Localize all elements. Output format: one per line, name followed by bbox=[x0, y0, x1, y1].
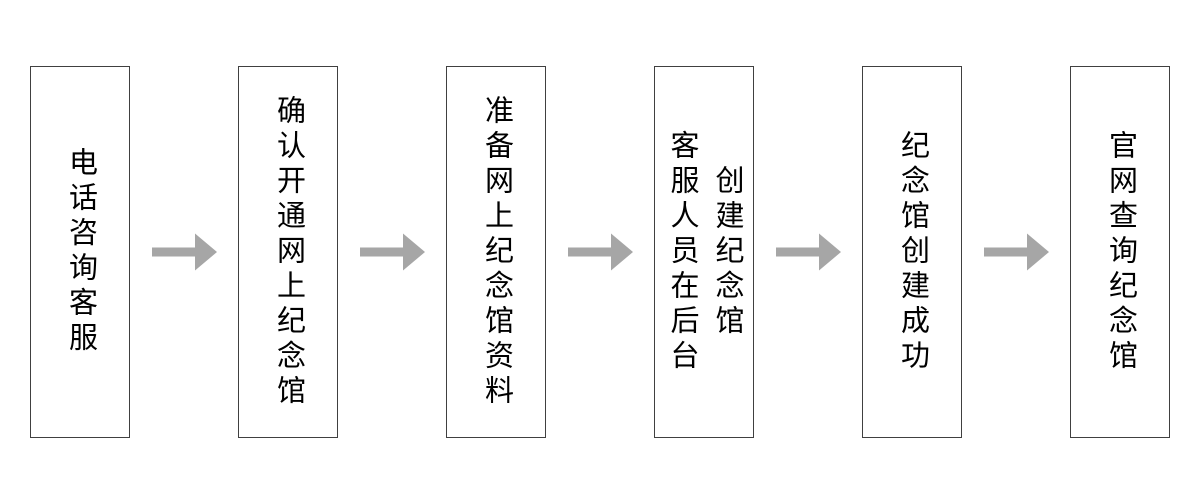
arrow-right-shape bbox=[983, 233, 1049, 271]
step-label-column-1: 客服人员在后台 bbox=[666, 129, 698, 375]
step-label: 电话咨询客服 bbox=[64, 147, 97, 357]
arrow-right-icon bbox=[359, 233, 425, 271]
step-label: 确认开通网上纪念馆 bbox=[272, 94, 305, 410]
flow-step-create-success: 纪念馆创建成功 bbox=[862, 66, 962, 438]
arrow-right-icon bbox=[775, 233, 841, 271]
flow-step-query-website: 官网查询纪念馆 bbox=[1070, 66, 1170, 438]
arrow-right-icon bbox=[983, 233, 1049, 271]
step-label-column-2: 创建纪念馆 bbox=[711, 164, 743, 340]
step-label: 准备网上纪念馆资料 bbox=[480, 94, 513, 410]
arrow-right-shape bbox=[151, 233, 217, 271]
flow-step-confirm-open: 确认开通网上纪念馆 bbox=[238, 66, 338, 438]
flow-step-prepare-materials: 准备网上纪念馆资料 bbox=[446, 66, 546, 438]
arrow-right-icon bbox=[151, 233, 217, 271]
step-label: 纪念馆创建成功 bbox=[896, 129, 929, 375]
arrow-right-icon bbox=[567, 233, 633, 271]
flow-step-backend-create: 客服人员在后台 创建纪念馆 bbox=[654, 66, 754, 438]
step-label: 官网查询纪念馆 bbox=[1104, 129, 1137, 375]
arrow-right-shape bbox=[359, 233, 425, 271]
flow-step-phone-consult: 电话咨询客服 bbox=[30, 66, 130, 438]
arrow-right-shape bbox=[567, 233, 633, 271]
arrow-right-shape bbox=[775, 233, 841, 271]
